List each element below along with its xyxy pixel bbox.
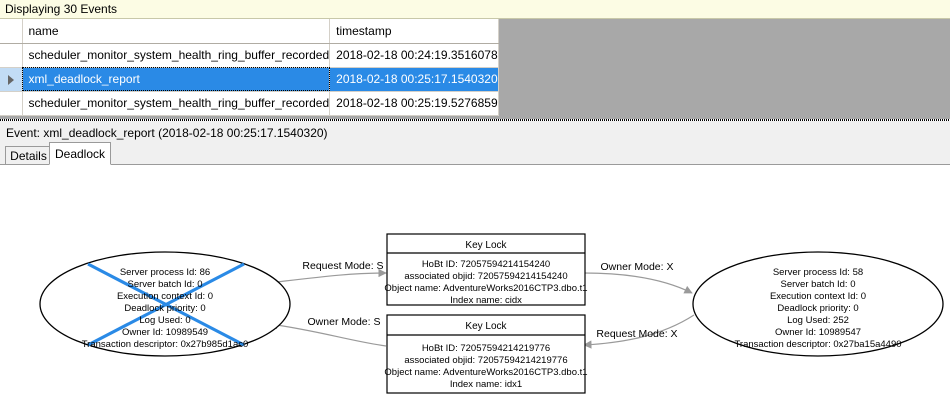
events-table-body: scheduler_monitor_system_health_ring_buf… [0,43,499,116]
row-arrow-icon [7,74,14,85]
victim-x-stroke-2 [87,262,245,347]
events-grid[interactable]: name timestamp scheduler_monitor_system_… [0,19,950,119]
resource-line: Object name: AdventureWorks2016CTP3.dbo.… [384,367,587,378]
process-line: Server process Id: 58 [773,267,863,278]
detail-tabstrip: Details Deadlock [0,142,950,165]
process-line: Server process Id: 86 [120,267,210,278]
edge-label: Owner Mode: S [308,316,381,328]
resource-line: HoBt ID: 72057594214154240 [422,259,550,270]
edge-bottom-owner-left: Owner Mode: S [269,316,387,347]
resource-node-keylock-bottom[interactable]: Key Lock HoBt ID: 72057594214219776 asso… [384,314,588,394]
events-count-banner: Displaying 30 Events [0,0,950,19]
events-table-header: name timestamp [0,19,499,44]
process-line: Owner Id: 10989547 [775,327,861,338]
tab-deadlock-label: Deadlock [54,146,106,161]
deadlock-graph-pane[interactable]: Request Mode: S Owner Mode: X Owner Mode… [0,164,950,400]
edge-label: Request Mode: S [302,260,383,272]
tab-deadlock[interactable]: Deadlock [49,142,111,165]
process-line: Owner Id: 10989549 [122,327,208,338]
cell-name[interactable]: xml_deadlock_report [22,67,331,92]
resource-line: Index name: cidx [450,295,522,306]
process-line: Server batch Id: 0 [781,279,856,290]
resource-line: associated objid: 72057594214154240 [404,271,567,282]
column-header-timestamp[interactable]: timestamp [329,19,499,44]
cell-name[interactable]: scheduler_monitor_system_health_ring_buf… [22,43,331,68]
cell-timestamp[interactable]: 2018-02-18 00:25:19.5276859 [329,91,499,116]
edge-line [583,272,693,294]
events-table: name timestamp scheduler_monitor_system_… [0,19,499,116]
resource-box [386,314,586,394]
resource-line: associated objid: 72057594214219776 [404,355,567,366]
resource-box [386,233,586,306]
resource-title: Key Lock [465,240,507,251]
table-row[interactable]: scheduler_monitor_system_health_ring_buf… [0,91,499,116]
resource-title: Key Lock [465,321,507,332]
edge-label: Request Mode: X [596,328,677,340]
row-selector-cell[interactable] [0,67,23,92]
resource-line: Object name: AdventureWorks2016CTP3.dbo.… [384,283,587,294]
process-line: Transaction descriptor: 0x27b985d1ac0 [82,339,249,350]
cell-name[interactable]: scheduler_monitor_system_health_ring_buf… [22,91,331,116]
process-line: Deadlock priority: 0 [777,303,858,314]
edge-right-request-bottom: Request Mode: X [583,314,695,349]
process-ellipse [692,251,944,357]
process-node-right[interactable]: Server process Id: 58 Server batch Id: 0… [692,251,944,357]
edge-line [267,268,387,284]
column-header-selector[interactable] [0,19,23,44]
table-header-row: name timestamp [0,19,499,44]
edge-label: Owner Mode: X [601,261,674,273]
process-line: Log Used: 252 [787,315,849,326]
process-line: Execution context Id: 0 [770,291,866,302]
process-line: Server batch Id: 0 [128,279,203,290]
edge-left-request-top: Request Mode: S [267,260,387,284]
resource-node-keylock-top[interactable]: Key Lock HoBt ID: 72057594214154240 asso… [384,233,588,306]
process-line: Deadlock priority: 0 [124,303,205,314]
edge-top-owner-right: Owner Mode: X [583,261,693,294]
tab-details[interactable]: Details [5,146,52,165]
process-line: Execution context Id: 0 [117,291,213,302]
event-detail-label: Event: xml_deadlock_report (2018-02-18 0… [0,124,950,142]
process-node-left[interactable]: Server process Id: 86 Server batch Id: 0… [39,251,291,357]
cell-timestamp[interactable]: 2018-02-18 00:24:19.3516078 [329,43,499,68]
process-line: Log Used: 0 [139,315,190,326]
horizontal-splitter[interactable] [0,119,950,124]
deadlock-graph-svg: Request Mode: S Owner Mode: X Owner Mode… [39,233,944,394]
table-row[interactable]: scheduler_monitor_system_health_ring_buf… [0,43,499,68]
event-detail-text: Event: xml_deadlock_report (2018-02-18 0… [6,126,328,140]
resource-line: Index name: idx1 [450,379,522,390]
resource-line: HoBt ID: 72057594214219776 [422,343,550,354]
column-header-name[interactable]: name [22,19,331,44]
edge-line [583,314,695,349]
process-line: Transaction descriptor: 0x27ba15a4490 [734,339,901,350]
table-row-selected[interactable]: xml_deadlock_report 2018-02-18 00:25:17.… [0,67,499,92]
row-selector-cell[interactable] [0,91,23,116]
cell-timestamp[interactable]: 2018-02-18 00:25:17.1540320 [329,67,499,92]
tab-details-label: Details [10,148,47,163]
events-count-text: Displaying 30 Events [5,1,118,16]
edge-line [269,320,387,347]
row-selector-cell[interactable] [0,43,23,68]
